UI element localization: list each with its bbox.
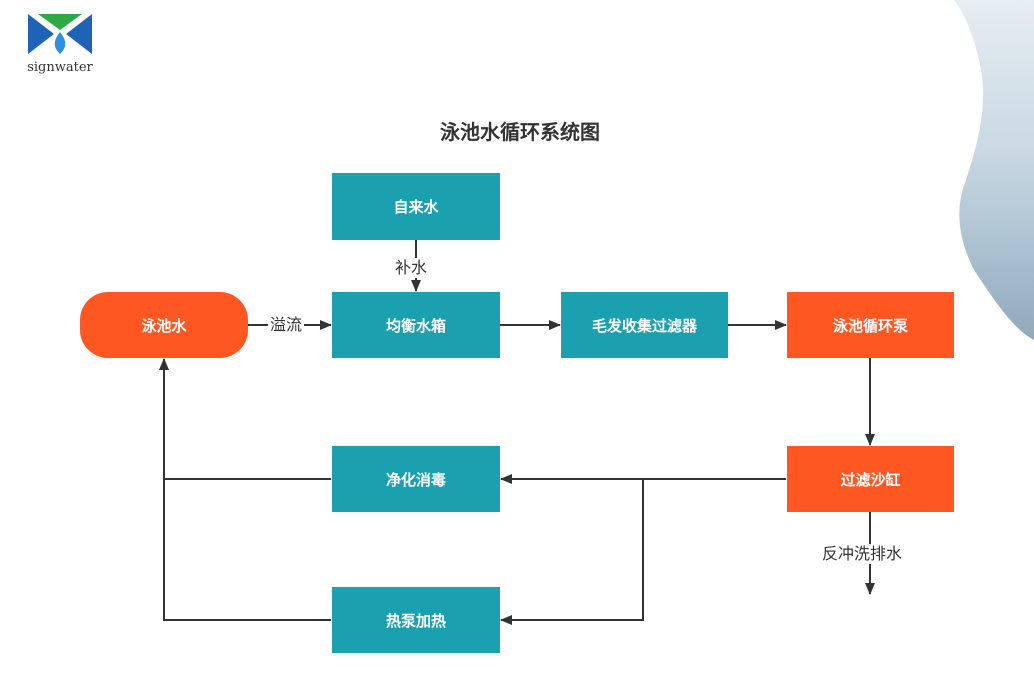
node-sand-filter: 过滤沙缸 — [787, 446, 954, 512]
node-hair-filter: 毛发收集过滤器 — [561, 292, 728, 358]
diagram-title: 泳池水循环系统图 — [440, 120, 600, 144]
label-backwash: 反冲洗排水 — [820, 544, 905, 564]
node-circulation-pump: 泳池循环泵 — [787, 292, 954, 358]
logo: signwater — [14, 10, 114, 80]
node-heat-pump: 热泵加热 — [332, 587, 500, 653]
label-makeup: 补水 — [393, 258, 430, 278]
node-pool-water: 泳池水 — [80, 292, 248, 358]
label-overflow: 溢流 — [268, 315, 305, 335]
connector-heatpump-return — [159, 358, 331, 621]
logo-text: signwater — [27, 60, 93, 75]
connector-to-heatpump — [500, 479, 644, 625]
node-balance-tank: 均衡水箱 — [332, 292, 500, 358]
water-drop-logo-icon — [28, 14, 92, 54]
node-purify-disinfect: 净化消毒 — [332, 446, 500, 512]
node-tap-water: 自来水 — [332, 173, 500, 240]
decorative-corner-image — [954, 0, 1034, 340]
